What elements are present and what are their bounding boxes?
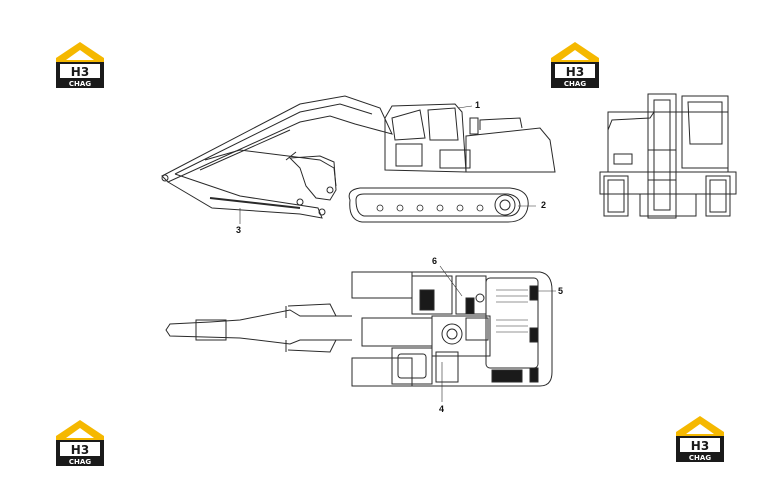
callout-6: 6 (432, 256, 438, 266)
brand-logo-bottom-right: H3 CHAG (676, 416, 724, 462)
top-view (165, 265, 556, 402)
brand-logo-bottom-left: H3 CHAG (56, 420, 104, 466)
logo-name: CHAG (69, 80, 91, 88)
callout-4: 4 (439, 404, 445, 414)
logo-name: CHAG (564, 80, 586, 88)
callout-2: 2 (541, 200, 547, 210)
callout-1: 1 (475, 100, 481, 110)
callout-5: 5 (558, 286, 564, 296)
logo-name: CHAG (689, 454, 711, 462)
logo-mark: H3 (71, 65, 89, 79)
side-view (161, 95, 556, 224)
front-view (599, 93, 737, 219)
logo-mark: H3 (691, 439, 709, 453)
callout-3: 3 (236, 225, 242, 235)
brand-logo-top-left: H3 CHAG (56, 42, 104, 88)
logo-name: CHAG (69, 458, 91, 466)
logo-mark: H3 (71, 443, 89, 457)
brand-logo-top-right: H3 CHAG (551, 42, 599, 88)
logo-mark: H3 (566, 65, 584, 79)
